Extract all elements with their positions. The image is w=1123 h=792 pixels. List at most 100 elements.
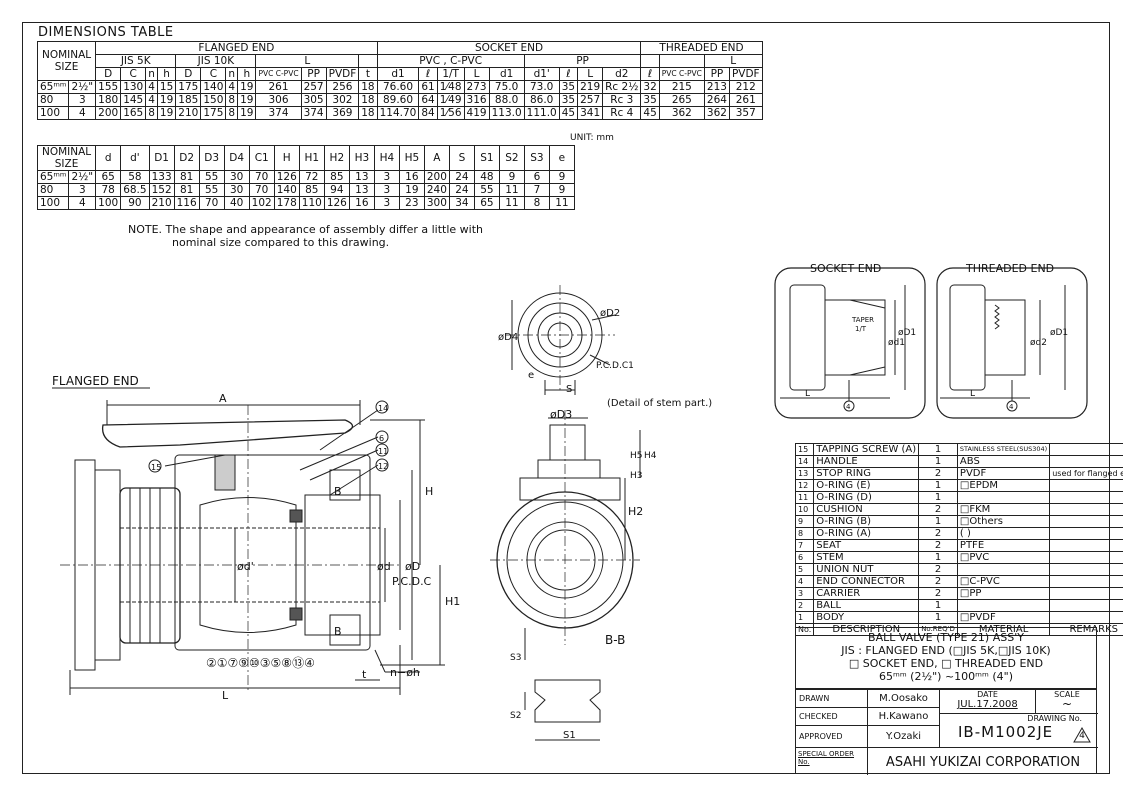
parts-list-cell bbox=[956, 491, 1051, 504]
dim-od-label: ød bbox=[377, 560, 391, 573]
parts-list-cell: 3 bbox=[794, 587, 815, 600]
dimensions-cell: 419 bbox=[463, 106, 490, 120]
threaded-end-label: THREADED END bbox=[965, 262, 1054, 275]
parts-list-cell: UNION NUT bbox=[813, 563, 920, 576]
dimensions-cell: 19 bbox=[237, 80, 257, 94]
dim-col-header: PVDF bbox=[325, 67, 360, 81]
second-table-cell: 100 bbox=[95, 196, 122, 210]
second-table-cell: 210 bbox=[148, 196, 175, 210]
flanged-end-label: FLANGED END bbox=[52, 374, 139, 388]
dim-odp-label: ød' bbox=[237, 560, 254, 573]
dim-col-header: PVDF bbox=[728, 67, 763, 81]
dimensions-cell: 45 bbox=[640, 106, 660, 120]
second-table-cell: 19 bbox=[398, 183, 425, 197]
dimensions-cell: 19 bbox=[237, 106, 257, 120]
drawing-no-label: DRAWING No. bbox=[1027, 714, 1082, 723]
dimensions-cell: 200 bbox=[95, 106, 122, 120]
parts-list-cell: used for flanged end bbox=[1049, 467, 1123, 480]
drawing-frame bbox=[22, 22, 1110, 774]
dimensions-cell: 180 bbox=[95, 93, 122, 107]
parts-list-cell: O-RING (B) bbox=[813, 515, 920, 528]
dim-B-lower-label: B bbox=[334, 625, 342, 638]
parts-list-cell: 1 bbox=[918, 455, 958, 468]
parts-list-cell: SEAT bbox=[813, 539, 920, 552]
dim-S2-label: S2 bbox=[510, 711, 521, 721]
revision-triangle: 4 bbox=[1073, 727, 1091, 743]
parts-list-cell: 1 bbox=[918, 599, 958, 612]
dim-H4-label: H4 bbox=[644, 451, 657, 461]
parts-list-cell bbox=[1049, 587, 1123, 600]
parts-list-cell bbox=[1049, 527, 1123, 540]
dimensions-cell: 15 bbox=[156, 80, 177, 94]
parts-list-cell: 10 bbox=[794, 503, 815, 516]
second-table-cell: 81 bbox=[173, 183, 200, 197]
dimensions-cell: Rc 4 bbox=[602, 106, 642, 120]
second-table-cell: 85 bbox=[323, 170, 350, 184]
second-table-cell: 2½" bbox=[68, 170, 97, 184]
second-table-cell: 34 bbox=[448, 196, 475, 210]
parts-list-cell: □C-PVC bbox=[956, 575, 1051, 588]
approved-label: APPROVED bbox=[796, 726, 868, 748]
dim-S-label: S bbox=[566, 384, 572, 395]
parts-list-cell: □PVC bbox=[956, 551, 1051, 564]
second-table-cell: 55 bbox=[198, 183, 225, 197]
second-col-header: D2 bbox=[173, 145, 200, 171]
dimensions-cell: 19 bbox=[156, 106, 177, 120]
second-table-cell: 126 bbox=[323, 196, 350, 210]
title-block-signatures: DRAWN M.Oosako CHECKED H.Kawano APPROVED… bbox=[795, 689, 1098, 775]
approved-value: Y.Ozaki bbox=[868, 726, 940, 748]
dimensions-cell: 18 bbox=[358, 106, 378, 120]
parts-list-cell: 1 bbox=[918, 479, 958, 492]
dimensions-cell: 45 bbox=[558, 106, 579, 120]
dim-oD4-label: øD4 bbox=[498, 332, 518, 343]
second-table-cell: 116 bbox=[173, 196, 200, 210]
parts-list-cell bbox=[1049, 515, 1123, 528]
callout-14: 14 bbox=[378, 404, 388, 413]
D1-threaded-label: øD1 bbox=[1050, 328, 1068, 338]
title-line-2: JIS : FLANGED END (□JIS 5K,□JIS 10K) bbox=[841, 644, 1051, 657]
parts-list-cell: 1 bbox=[918, 515, 958, 528]
parts-list-cell bbox=[1049, 491, 1123, 504]
dim-L-label: L bbox=[222, 689, 229, 702]
parts-list-cell: 1 bbox=[918, 611, 958, 624]
second-table-cell: 100 bbox=[36, 196, 70, 210]
second-col-header: S1 bbox=[473, 145, 500, 171]
scale-value: ~ bbox=[1061, 697, 1073, 711]
second-col-header: d bbox=[95, 145, 122, 171]
title-block-description: BALL VALVE (TYPE 21) ASS'Y JIS : FLANGED… bbox=[795, 627, 1097, 689]
callout-12: 12 bbox=[378, 462, 388, 471]
callout-15: 15 bbox=[151, 463, 161, 472]
parts-list-cell: 2 bbox=[918, 539, 958, 552]
second-col-header: d' bbox=[120, 145, 150, 171]
parts-list-cell: 9 bbox=[794, 515, 815, 528]
dim-H3-label: H3 bbox=[630, 471, 643, 481]
parts-list-cell: 2 bbox=[918, 575, 958, 588]
dimensions-cell: 362 bbox=[703, 106, 730, 120]
dimensions-cell: 89.60 bbox=[376, 93, 420, 107]
dimensions-cell: 65ᵐᵐ bbox=[36, 80, 70, 94]
socket-L-label: L bbox=[805, 389, 810, 399]
section-bb-label: B-B bbox=[605, 633, 625, 647]
dimensions-cell: 19 bbox=[156, 93, 177, 107]
second-col-header: C1 bbox=[248, 145, 275, 171]
parts-list-cell: □Others bbox=[956, 515, 1051, 528]
dimensions-cell: 64 bbox=[418, 93, 438, 107]
parts-list-cell: 11 bbox=[794, 491, 815, 504]
second-table-cell: 140 bbox=[273, 183, 300, 197]
callout-row: ②①⑦⑨⑩③⑤⑧⑬④ bbox=[206, 656, 315, 670]
parts-list-cell: 14 bbox=[794, 455, 815, 468]
dim-B-upper-label: B bbox=[334, 485, 342, 498]
special-order-label: SPECIAL ORDER No. bbox=[796, 748, 868, 775]
parts-list-cell: □FKM bbox=[956, 503, 1051, 516]
parts-list-cell bbox=[1049, 599, 1123, 612]
parts-list-header: No. DESCRIPTION No.REQ'D MATERIAL REMARK… bbox=[794, 623, 1123, 636]
parts-list-cell: 2 bbox=[918, 563, 958, 576]
checked-value: H.Kawano bbox=[868, 708, 940, 726]
parts-list-cell bbox=[956, 563, 1051, 576]
note-line-1: NOTE. The shape and appearance of assemb… bbox=[128, 223, 484, 236]
dimensions-cell: 114.70 bbox=[376, 106, 420, 120]
checked-label: CHECKED bbox=[796, 708, 868, 726]
